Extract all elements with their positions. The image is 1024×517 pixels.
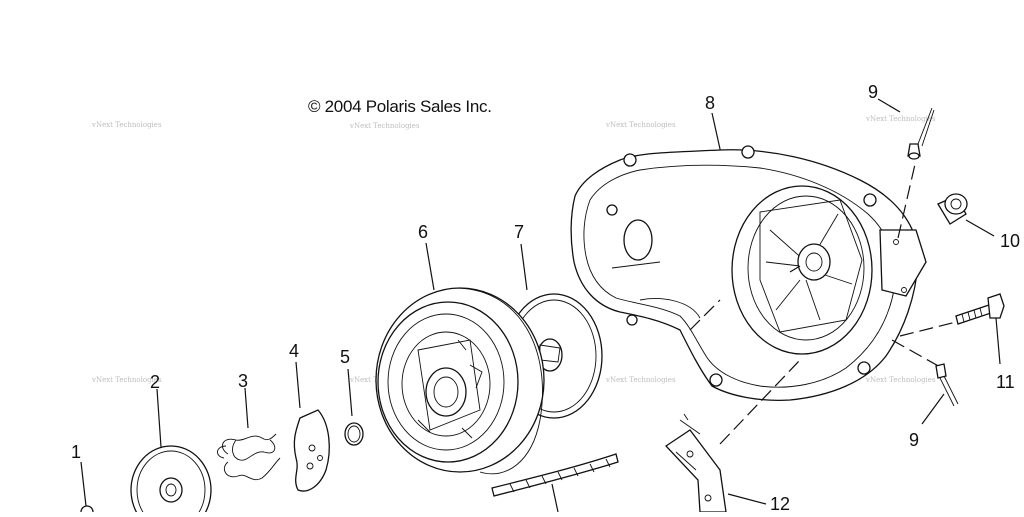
callout-10: 10 (1000, 231, 1020, 251)
part-9-screw-bottom (921, 363, 959, 425)
starter-rope (491, 453, 619, 513)
watermark-3: vNext Technologies (605, 121, 676, 129)
part-1-bolt (80, 461, 94, 517)
callout-6: 6 (418, 222, 428, 242)
part-10-bushing (937, 193, 995, 237)
copyright-notice: © 2004 Polaris Sales Inc. (308, 97, 492, 116)
callout-5: 5 (340, 347, 350, 367)
watermark-8: vNext Technologies (865, 376, 936, 384)
callout-11: 11 (996, 372, 1015, 392)
watermark-4: vNext Technologies (865, 115, 936, 123)
callout-2: 2 (150, 372, 160, 392)
callout-9-top: 9 (868, 82, 878, 102)
watermark-5: vNext Technologies (91, 376, 162, 384)
callout-9-bottom: 9 (909, 430, 919, 450)
part-2-washer (130, 388, 212, 517)
alignment-lines (689, 159, 957, 445)
callout-4: 4 (289, 341, 299, 361)
part-3-spring-clip (217, 387, 281, 481)
part-9-screw-top (877, 98, 935, 160)
part-5-spring (344, 368, 364, 446)
watermark-2: vNext Technologies (349, 122, 420, 130)
part-6-starter-pulley (375, 242, 545, 475)
watermark-7: vNext Technologies (605, 376, 676, 384)
callout-3: 3 (238, 371, 248, 391)
callout-7: 7 (514, 222, 524, 242)
watermark-1: vNext Technologies (91, 121, 162, 129)
callout-numbers: 1 2 3 4 5 6 7 8 9 10 11 9 12 (71, 82, 1020, 514)
callout-12: 12 (770, 494, 790, 512)
part-11-bolt (955, 293, 1005, 365)
callout-1: 1 (71, 442, 81, 462)
part-4-pawl (293, 361, 330, 492)
callout-8: 8 (705, 93, 715, 113)
part-8-housing (570, 112, 927, 402)
part-12-bracket (664, 413, 767, 513)
